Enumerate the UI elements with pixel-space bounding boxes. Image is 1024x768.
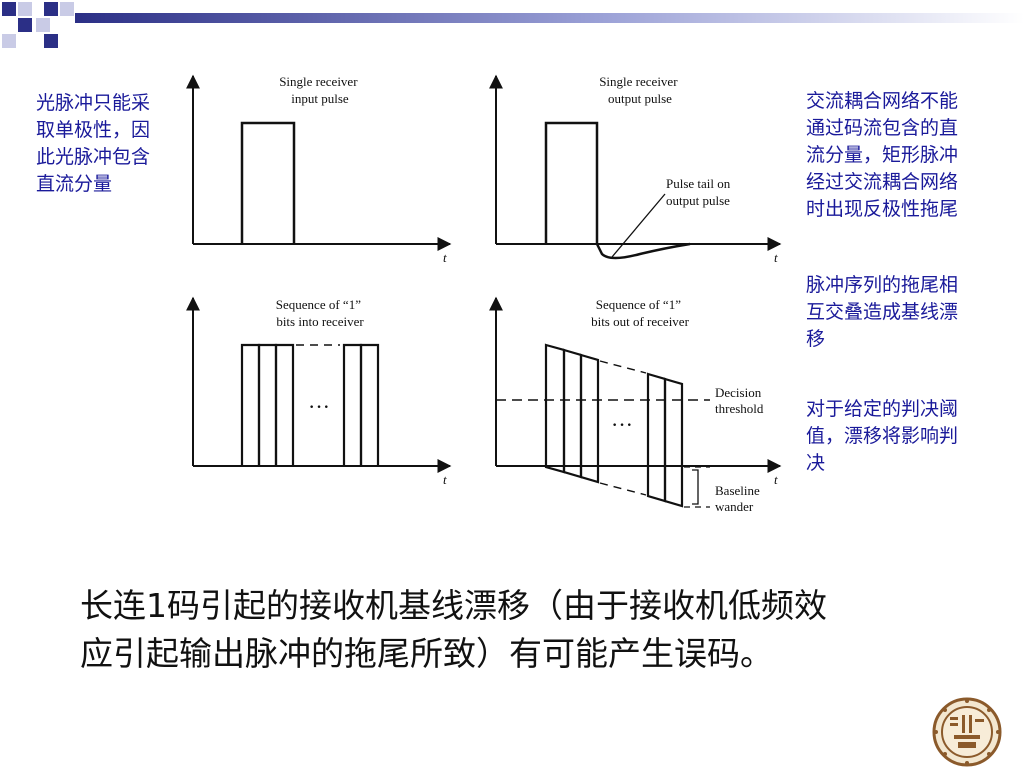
header-square <box>2 2 16 16</box>
bit-pulse <box>274 343 295 466</box>
header-square <box>60 2 74 16</box>
ellipsis: ··· <box>611 412 633 437</box>
note-left: 光脉冲只能采 取单极性，因 此光脉冲包含 直流分量 <box>36 92 151 195</box>
bit-pulse <box>359 343 380 466</box>
time-axis-label: t <box>774 472 778 487</box>
header-gradient-bar <box>75 13 1024 23</box>
header-decoration <box>2 2 1024 48</box>
baseline-wander-label: Baseline wander <box>715 483 763 514</box>
panel-sequence-out <box>489 296 782 508</box>
bit-pulse-out <box>663 377 684 508</box>
bit-pulse <box>240 343 261 466</box>
dashed-top-trend <box>599 360 647 374</box>
panel-output-pulse <box>489 74 782 260</box>
university-seal-logo <box>932 697 1002 767</box>
time-axis-label: t <box>774 250 778 265</box>
header-square <box>18 2 32 16</box>
header-square <box>2 34 16 48</box>
output-pulse <box>544 121 691 260</box>
baseline-wander-bracket <box>692 469 699 505</box>
panel-input-pulse <box>186 74 452 251</box>
ellipsis: ··· <box>308 394 330 419</box>
baseline-wander-diagram: Single receiver input pulse Single recei… <box>186 74 782 514</box>
header-square <box>18 18 32 32</box>
slide-caption: 长连1码引起的接收机基线漂移（由于接收机低频效 应引起输出脉冲的拖尾所致）有可能… <box>80 586 827 673</box>
note-right-2: 脉冲序列的拖尾相 互交叠造成基线漂 移 <box>806 274 959 350</box>
note-right-3: 对于给定的判决阈 值，漂移将影响判 决 <box>806 398 959 474</box>
sequence-out-title: Sequence of “1” bits out of receiver <box>591 297 689 329</box>
bit-pulse <box>257 343 278 466</box>
header-square <box>44 2 58 16</box>
note-right-1: 交流耦合网络不能 通过码流包含的直 流分量，矩形脉冲 经过交流耦合网络 时出现反… <box>806 90 959 220</box>
pulse-tail-pointer <box>611 193 666 258</box>
time-axis-label: t <box>443 472 447 487</box>
panel-output-title: Single receiver output pulse <box>599 74 681 106</box>
decision-threshold-label: Decision threshold <box>715 385 764 416</box>
panel-sequence-in <box>186 296 452 473</box>
header-square <box>36 18 50 32</box>
input-pulse <box>240 121 296 244</box>
sequence-in-title: Sequence of “1” bits into receiver <box>276 297 365 329</box>
header-square <box>44 34 58 48</box>
dashed-bottom-trend <box>599 482 647 496</box>
bit-pulse-out <box>579 353 600 484</box>
time-axis-label: t <box>443 250 447 265</box>
bit-pulse-out <box>646 372 667 503</box>
pulse-tail-label: Pulse tail on output pulse <box>666 176 734 208</box>
bit-pulse <box>342 343 363 466</box>
bit-pulse-out <box>562 348 583 479</box>
panel-input-title: Single receiver input pulse <box>279 74 361 106</box>
bit-pulse-out <box>544 343 566 474</box>
